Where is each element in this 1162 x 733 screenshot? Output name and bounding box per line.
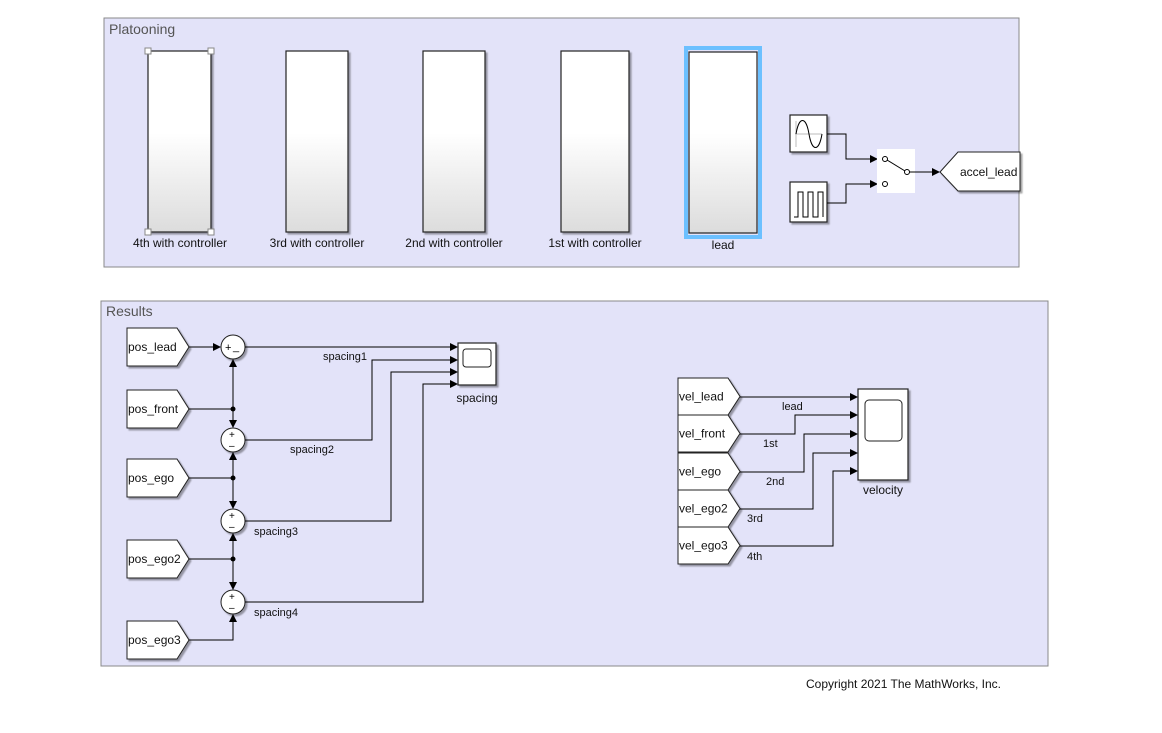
svg-text:+: + (229, 511, 235, 522)
sum-block-3[interactable]: +– (220, 508, 246, 534)
scope-icon (864, 399, 903, 442)
svg-text:–: – (229, 522, 235, 533)
from-block-pos-ego2[interactable]: pos_ego2 (126, 539, 190, 579)
signal-lines-velocity (740, 393, 858, 547)
signal-label-lead: lead (782, 401, 803, 413)
from-block-pos-front[interactable]: pos_front (126, 389, 190, 429)
results-area[interactable]: Results (100, 300, 1049, 667)
copyright-text: Copyright 2021 The MathWorks, Inc. (806, 677, 1001, 691)
velocity-scope-block[interactable]: velocity (857, 388, 909, 497)
signal-label-4th: 4th (747, 551, 762, 563)
goto-accel-lead[interactable]: accel_lead (939, 151, 1021, 192)
subsystem-label: 1st with controller (548, 236, 641, 250)
subsystem-2nd[interactable]: 2nd with controller (405, 50, 503, 250)
subsystem-4th[interactable]: 4th with controller (133, 47, 227, 250)
signal-label-spacing4: spacing4 (254, 607, 298, 619)
results-area-title: Results (106, 303, 153, 319)
svg-text:+: + (229, 592, 235, 603)
signal-label-spacing3: spacing3 (254, 526, 298, 538)
from-block-pos-lead[interactable]: pos_lead (126, 327, 190, 367)
svg-text:–: – (229, 603, 235, 614)
goto-label: accel_lead (960, 165, 1017, 179)
from-block-vel-ego3[interactable]: vel_ego3 (677, 526, 741, 565)
svg-text:_: _ (232, 341, 240, 353)
from-label: vel_front (679, 427, 726, 441)
svg-text:+: + (225, 342, 231, 354)
subsystem-lead[interactable]: lead (684, 46, 762, 252)
subsystem-label: lead (712, 238, 735, 252)
from-label: pos_lead (128, 340, 177, 354)
sum-block-4[interactable]: +– (220, 589, 246, 615)
manual-switch-icon (882, 156, 910, 187)
scope-label: velocity (863, 483, 903, 497)
signal-label-2nd: 2nd (766, 476, 784, 488)
from-label: vel_lead (679, 390, 724, 404)
from-block-vel-ego[interactable]: vel_ego (677, 452, 741, 491)
sum-block-1[interactable]: +_ (220, 334, 246, 360)
svg-text:+: + (229, 430, 235, 441)
subsystem-label: 2nd with controller (405, 236, 502, 250)
from-block-pos-ego3[interactable]: pos_ego3 (126, 620, 190, 660)
pulse-generator-block[interactable] (789, 181, 828, 223)
sum-block-2[interactable]: +– (220, 427, 246, 453)
platooning-area-title: Platooning (109, 21, 175, 37)
sine-wave-block[interactable] (789, 114, 828, 153)
from-block-vel-ego2[interactable]: vel_ego2 (677, 489, 741, 528)
scope-icon (462, 348, 492, 368)
signal-label-spacing2: spacing2 (290, 444, 334, 456)
spacing-scope-block[interactable]: spacing (456, 342, 498, 405)
selection-handles[interactable] (144, 47, 215, 236)
scope-label: spacing (456, 391, 497, 405)
from-block-pos-ego[interactable]: pos_ego (126, 458, 190, 498)
from-label: pos_front (128, 402, 179, 416)
manual-switch-block[interactable] (877, 149, 915, 193)
subsystem-label: 3rd with controller (270, 236, 365, 250)
from-block-vel-front[interactable]: vel_front (677, 414, 741, 453)
signal-label-3rd: 3rd (747, 513, 763, 525)
subsystem-label: 4th with controller (133, 236, 227, 250)
from-label: pos_ego2 (128, 552, 181, 566)
from-label: pos_ego3 (128, 633, 181, 647)
signal-label-1st: 1st (763, 438, 778, 450)
from-label: vel_ego3 (679, 539, 728, 553)
from-label: vel_ego (679, 465, 721, 479)
subsystem-1st[interactable]: 1st with controller (548, 50, 642, 250)
sine-wave-icon (795, 120, 823, 148)
from-block-vel-lead[interactable]: vel_lead (677, 377, 741, 416)
subsystem-3rd[interactable]: 3rd with controller (270, 50, 365, 250)
signal-label-spacing1: spacing1 (323, 351, 367, 363)
from-label: vel_ego2 (679, 502, 728, 516)
from-label: pos_ego (128, 471, 174, 485)
signal-lines-spacing (189, 343, 458, 641)
svg-text:–: – (229, 441, 235, 452)
pulse-generator-icon (794, 191, 824, 218)
